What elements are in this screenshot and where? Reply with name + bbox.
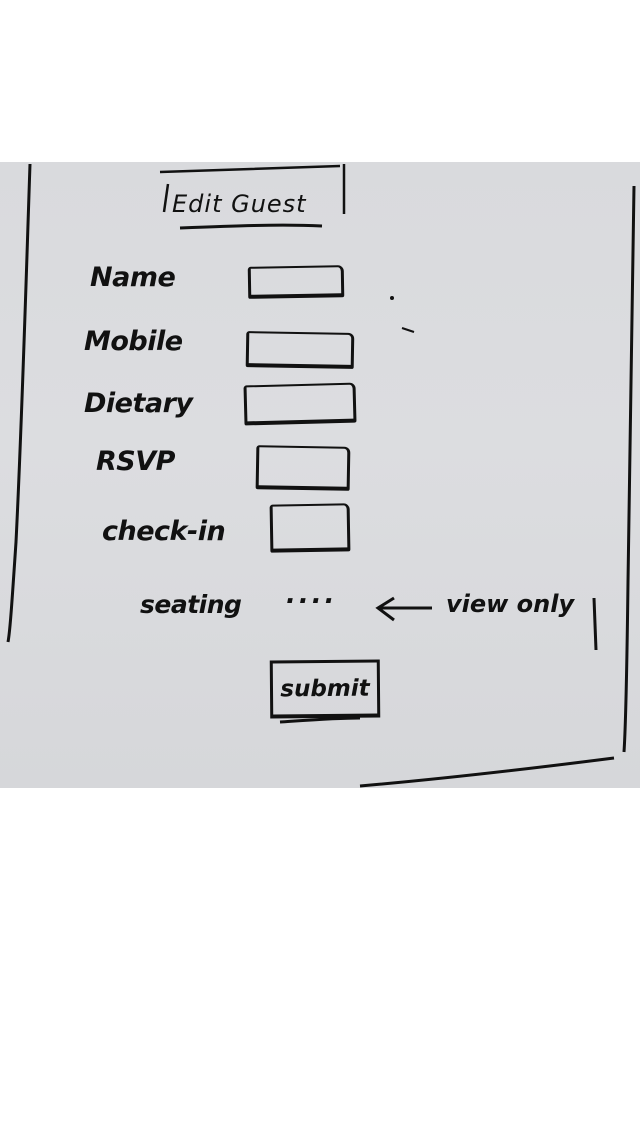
name-field[interactable] <box>247 265 345 299</box>
bottom-border-line <box>359 756 615 788</box>
view-only-note: view only <box>446 590 575 618</box>
mobile-field[interactable] <box>245 331 355 369</box>
sketch-photo: Edit Guest Name Mobile Dietary RSVP chec… <box>0 162 640 788</box>
arrow-icon <box>375 596 432 622</box>
dietary-field[interactable] <box>243 382 357 426</box>
rsvp-field[interactable] <box>255 445 351 491</box>
mobile-label: Mobile <box>84 326 183 357</box>
check-in-field[interactable] <box>269 503 351 553</box>
check-in-label: check-in <box>102 516 226 547</box>
submit-underline <box>279 716 361 724</box>
dietary-label: Dietary <box>84 388 193 419</box>
name-label: Name <box>90 262 176 293</box>
submit-button[interactable]: submit <box>269 659 381 719</box>
seating-value: .... <box>286 580 338 610</box>
sketch-lines <box>6 163 636 788</box>
left-border-line <box>6 163 32 643</box>
title-underline <box>179 223 323 230</box>
rsvp-label: RSVP <box>96 446 175 477</box>
right-border-line <box>622 185 636 753</box>
seating-label: seating <box>140 590 242 619</box>
title-frame <box>159 164 346 214</box>
page-title: Edit Guest <box>172 190 307 218</box>
